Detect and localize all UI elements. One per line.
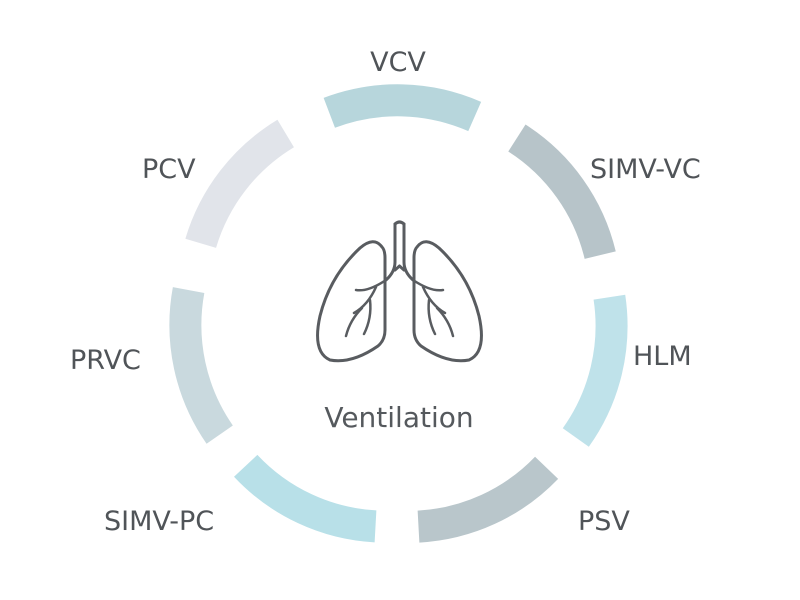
- mode-label-psv: PSV: [578, 506, 630, 537]
- mode-label-pcv: PCV: [142, 154, 196, 185]
- mode-label-hlm: HLM: [633, 341, 692, 372]
- segment-simv-vc: [508, 124, 616, 260]
- segment-hlm: [562, 294, 628, 447]
- center-label: Ventilation: [324, 401, 473, 434]
- segment-pcv: [185, 119, 295, 249]
- segment-psv: [417, 456, 559, 543]
- mode-label-simv-vc: SIMV-VC: [590, 154, 701, 185]
- mode-labels: VCV SIMV-VC HLM PSV SIMV-PC PRVC PCV: [70, 47, 701, 537]
- mode-label-simv-pc: SIMV-PC: [104, 506, 214, 537]
- segment-simv-pc: [234, 454, 377, 543]
- mode-label-vcv: VCV: [370, 47, 426, 78]
- mode-ring: [169, 84, 628, 543]
- lungs-icon: [316, 220, 483, 363]
- segment-vcv: [323, 84, 482, 132]
- segment-prvc: [169, 287, 234, 444]
- mode-label-prvc: PRVC: [70, 345, 141, 376]
